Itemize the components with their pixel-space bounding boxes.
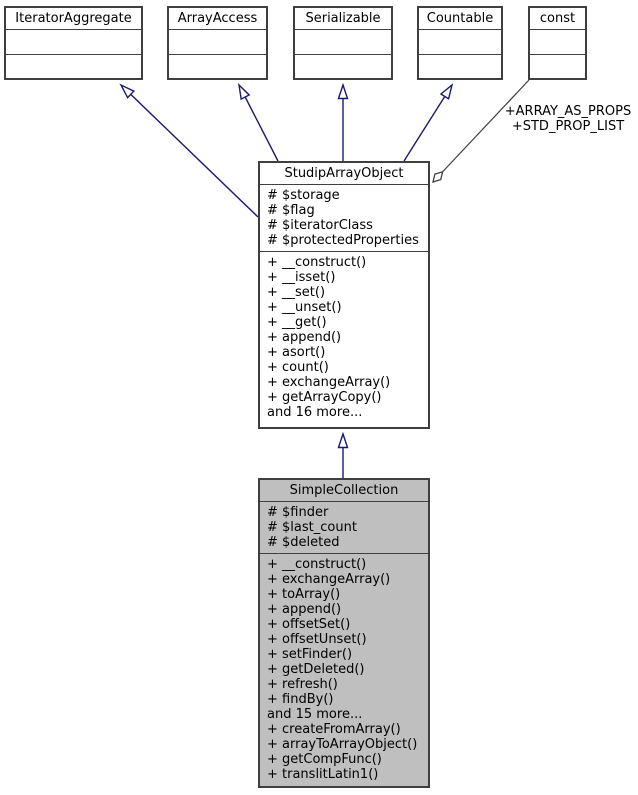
member-row: + toArray(): [267, 587, 341, 602]
class-box-simplecollection: SimpleCollection # $finder# $last_count#…: [258, 478, 430, 788]
attributes-compartment: [530, 30, 585, 55]
member-row: +ARRAY_AS_PROPS: [504, 104, 632, 119]
member-row: # $flag: [267, 203, 315, 218]
inheritance-edge-arrayaccess: [237, 83, 279, 162]
class-title: IteratorAggregate: [6, 8, 141, 30]
member-row: + exchangeArray(): [267, 572, 391, 587]
class-title: SimpleCollection: [260, 480, 428, 502]
class-box-const: const: [528, 6, 587, 80]
class-title: ArrayAccess: [169, 8, 266, 30]
class-box-serializable[interactable]: Serializable: [293, 6, 393, 80]
class-box-studiparrayobject[interactable]: StudipArrayObject # $storage# $flag# $it…: [258, 161, 430, 429]
member-row: + getArrayCopy(): [267, 390, 382, 405]
class-box-arrayaccess[interactable]: ArrayAccess: [167, 6, 268, 80]
member-row: +STD_PROP_LIST: [511, 119, 625, 134]
member-row: + count(): [267, 360, 329, 375]
member-row: # $storage: [267, 188, 340, 203]
member-row: + __construct(): [267, 255, 367, 270]
inheritance-edge-countable: [403, 83, 454, 162]
member-row: + __unset(): [267, 300, 342, 315]
attributes-compartment: # $storage# $flag# $iteratorClass# $prot…: [260, 185, 428, 252]
class-title: const: [530, 8, 585, 30]
member-row: + offsetUnset(): [267, 632, 367, 647]
attributes-compartment: [419, 30, 501, 55]
member-row: + exchangeArray(): [267, 375, 391, 390]
methods-compartment: [419, 55, 501, 78]
methods-compartment: + __construct()+ __isset()+ __set()+ __u…: [260, 252, 428, 427]
attributes-compartment: [295, 30, 391, 55]
methods-compartment: [6, 55, 141, 78]
member-row: + getCompFunc(): [267, 752, 382, 767]
member-row: + __construct(): [267, 557, 367, 572]
methods-compartment: [530, 55, 585, 78]
class-box-countable[interactable]: Countable: [417, 6, 503, 80]
member-row: # $iteratorClass: [267, 218, 373, 233]
member-row: and 16 more...: [267, 405, 363, 420]
member-row: + __set(): [267, 285, 326, 300]
attributes-compartment: [6, 30, 141, 55]
attributes-compartment: # $finder# $last_count# $deleted: [260, 502, 428, 554]
class-title: StudipArrayObject: [260, 163, 428, 185]
class-title: Serializable: [295, 8, 391, 30]
member-row: + asort(): [267, 345, 326, 360]
member-row: + offsetSet(): [267, 617, 351, 632]
methods-compartment: [169, 55, 266, 78]
member-row: + setFinder(): [267, 647, 353, 662]
methods-compartment: + __construct()+ exchangeArray()+ toArra…: [260, 554, 428, 786]
inheritance-edge-iteratoraggregate: [119, 83, 259, 218]
class-title: Countable: [419, 8, 501, 30]
member-row: and 15 more...: [267, 707, 363, 722]
attributes-compartment: [169, 30, 266, 55]
member-row: + createFromArray(): [267, 722, 401, 737]
member-row: + refresh(): [267, 677, 338, 692]
member-row: + __isset(): [267, 270, 336, 285]
methods-compartment: [295, 55, 391, 78]
member-row: # $finder: [267, 505, 329, 520]
const-relation-labels: +ARRAY_AS_PROPS+STD_PROP_LIST: [500, 104, 636, 134]
member-row: + getDeleted(): [267, 662, 365, 677]
member-row: + translitLatin1(): [267, 767, 379, 782]
member-row: # $deleted: [267, 535, 340, 550]
member-row: + __get(): [267, 315, 327, 330]
member-row: + findBy(): [267, 692, 334, 707]
member-row: + arrayToArrayObject(): [267, 737, 418, 752]
class-box-iteratoraggregate[interactable]: IteratorAggregate: [4, 6, 143, 80]
member-row: # $last_count: [267, 520, 357, 535]
member-row: + append(): [267, 330, 342, 345]
member-row: # $protectedProperties: [267, 233, 419, 248]
member-row: + append(): [267, 602, 342, 617]
